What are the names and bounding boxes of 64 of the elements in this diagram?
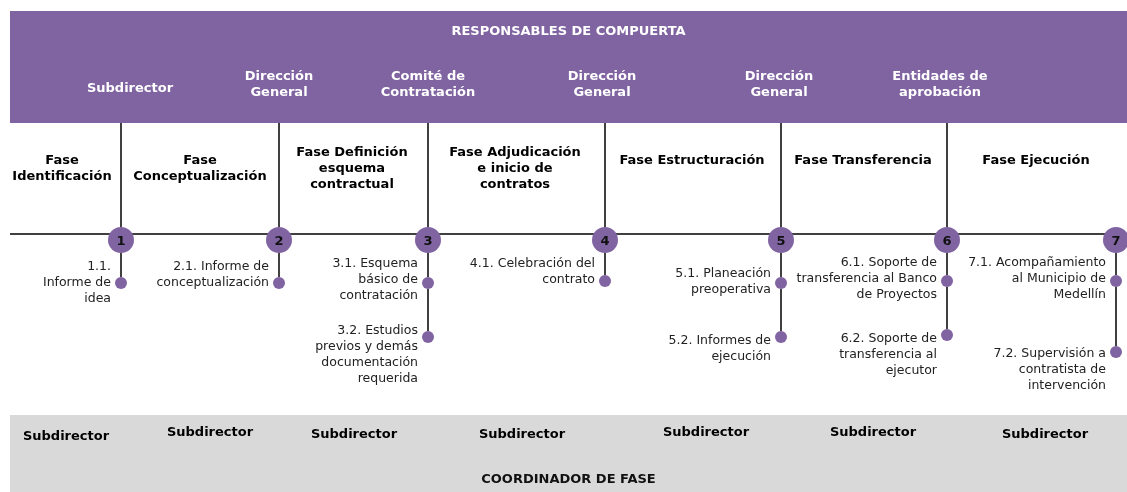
coordinator-label: Subdirector [21, 428, 111, 444]
footer-band [10, 415, 1127, 492]
deliverable-dot [775, 331, 787, 343]
phase-heading: Fase Estructuración [618, 152, 766, 168]
connector-line [604, 252, 606, 276]
band-title: RESPONSABLES DE COMPUERTA [450, 23, 687, 38]
role-label: Dirección General [566, 68, 638, 100]
deliverable-dot [941, 275, 953, 287]
deliverable-label: 5.1. Planeación preoperativa [674, 265, 771, 297]
deliverable-label: 7.2. Supervisión a contratista de intervención [992, 345, 1106, 393]
milestone-circle: 4 [592, 227, 618, 253]
milestone-circle: 2 [266, 227, 292, 253]
connector-line [780, 288, 782, 332]
deliverable-label: 3.1. Esquema básico de contratación [331, 255, 418, 303]
phase-heading: Fase Identificación [11, 152, 113, 184]
milestone-circle: 7 [1103, 227, 1127, 253]
deliverable-dot [1110, 346, 1122, 358]
band-title: COORDINADOR DE FASE [480, 471, 657, 486]
phase-heading: Fase Definición esquema contractual [295, 144, 409, 192]
deliverable-dot [1110, 275, 1122, 287]
deliverable-dot [941, 329, 953, 341]
deliverable-dot [422, 277, 434, 289]
header-band [10, 11, 1127, 123]
role-label: Dirección General [743, 68, 815, 100]
deliverable-dot [775, 277, 787, 289]
role-label: Subdirector [85, 80, 175, 96]
connector-line [946, 286, 948, 330]
connector-line [278, 252, 280, 278]
role-label: Dirección General [243, 68, 315, 100]
connector-line [780, 252, 782, 278]
phase-heading: Fase Adjudicación e inicio de contratos [448, 144, 582, 192]
connector-line [427, 288, 429, 332]
deliverable-label: 1.1. Informe de idea [41, 258, 111, 306]
phase-heading: Fase Conceptualización [132, 152, 268, 184]
coordinator-label: Subdirector [477, 426, 567, 442]
deliverable-dot [115, 277, 127, 289]
coordinator-label: Subdirector [1000, 426, 1090, 442]
deliverable-dot [422, 331, 434, 343]
deliverable-dot [599, 275, 611, 287]
coordinator-label: Subdirector [828, 424, 918, 440]
milestone-circle: 1 [108, 227, 134, 253]
connector-line [427, 252, 429, 278]
connector-line [1115, 252, 1117, 276]
connector-line [1115, 286, 1117, 347]
phase-heading: Fase Transferencia [793, 152, 933, 168]
coordinator-label: Subdirector [165, 424, 255, 440]
deliverable-label: 6.2. Soporte de transferencia al ejecutor [838, 330, 937, 378]
connector-line [120, 252, 122, 278]
milestone-circle: 5 [768, 227, 794, 253]
deliverable-label: 4.1. Celebración del contrato [468, 255, 595, 287]
deliverable-label: 2.1. Informe de conceptualización [155, 258, 269, 290]
coordinator-label: Subdirector [661, 424, 751, 440]
role-label: Comité de Contratación [379, 68, 477, 100]
milestone-circle: 6 [934, 227, 960, 253]
deliverable-label: 3.2. Estudios previos y demás documentación requerida [314, 322, 418, 386]
role-label: Entidades de aprobación [891, 68, 989, 100]
deliverable-label: 7.1. Acompañamiento al Municipio de Medellín [967, 254, 1106, 302]
phase-heading: Fase Ejecución [981, 152, 1091, 168]
deliverable-label: 5.2. Informes de ejecución [667, 332, 771, 364]
connector-line [946, 252, 948, 276]
deliverable-dot [273, 277, 285, 289]
coordinator-label: Subdirector [309, 426, 399, 442]
milestone-circle: 3 [415, 227, 441, 253]
deliverable-label: 6.1. Soporte de transferencia al Banco de Proyectos [795, 254, 937, 302]
